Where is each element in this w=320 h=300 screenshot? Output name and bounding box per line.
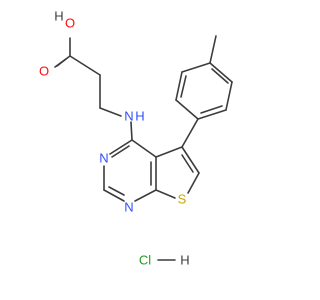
- atom-h-amine: H: [135, 109, 144, 124]
- bond-s-c7a: [155, 189, 176, 199]
- atom-n-amine: N: [124, 109, 133, 124]
- atom-n1: N: [124, 200, 133, 215]
- bond-c4a-c5: [155, 146, 183, 158]
- bond-ph-1: [175, 99, 199, 120]
- structure-diagram: O H O N H N N S Cl H: [39, 9, 233, 268]
- bond-c4-n3: [109, 139, 133, 155]
- bond-nh-c4: [130, 121, 133, 141]
- bond-c-o-double-b: [56, 58, 67, 67]
- thiophene-ring: [155, 146, 200, 199]
- bond-ph-inner-c: [200, 105, 223, 114]
- bond-c5-c6: [181, 146, 200, 174]
- bond-c2-n1: [103, 189, 125, 202]
- bond-ph-inner-a: [180, 75, 187, 98]
- atom-n3: N: [99, 151, 108, 166]
- bond-c4a-c4: [131, 139, 157, 158]
- bond-ph-2: [175, 71, 183, 101]
- bond-ph-6: [197, 109, 227, 120]
- bond-c-ch2: [69, 55, 101, 76]
- bond-ph-inner-b: [211, 68, 229, 84]
- atom-o-carbonyl: O: [39, 64, 49, 79]
- bond-methyl: [209, 35, 217, 64]
- tolyl-ring: [175, 35, 233, 148]
- atom-cl: Cl: [139, 253, 151, 268]
- bond-n1-c7a: [134, 189, 157, 202]
- bond-ph-3: [181, 62, 211, 73]
- bond-ph-5: [225, 81, 233, 111]
- carboxylic-acid-group: [54, 37, 122, 117]
- bond-c2-n1-inner: [108, 186, 125, 196]
- atom-o-hydroxyl: O: [65, 16, 75, 31]
- bond-c6-s: [187, 172, 200, 194]
- bond-c4-n3-inner: [111, 145, 130, 158]
- pyrimidine-ring: [103, 121, 157, 202]
- atom-h-hydroxyl: H: [54, 9, 63, 24]
- bond-ph-4: [209, 62, 233, 83]
- bond-c5-c6-inner: [181, 154, 194, 173]
- bond-ch2-nh: [99, 107, 122, 117]
- atom-h-salt: H: [180, 253, 189, 268]
- bond-c5-ph: [181, 118, 199, 148]
- atom-s: S: [178, 192, 187, 207]
